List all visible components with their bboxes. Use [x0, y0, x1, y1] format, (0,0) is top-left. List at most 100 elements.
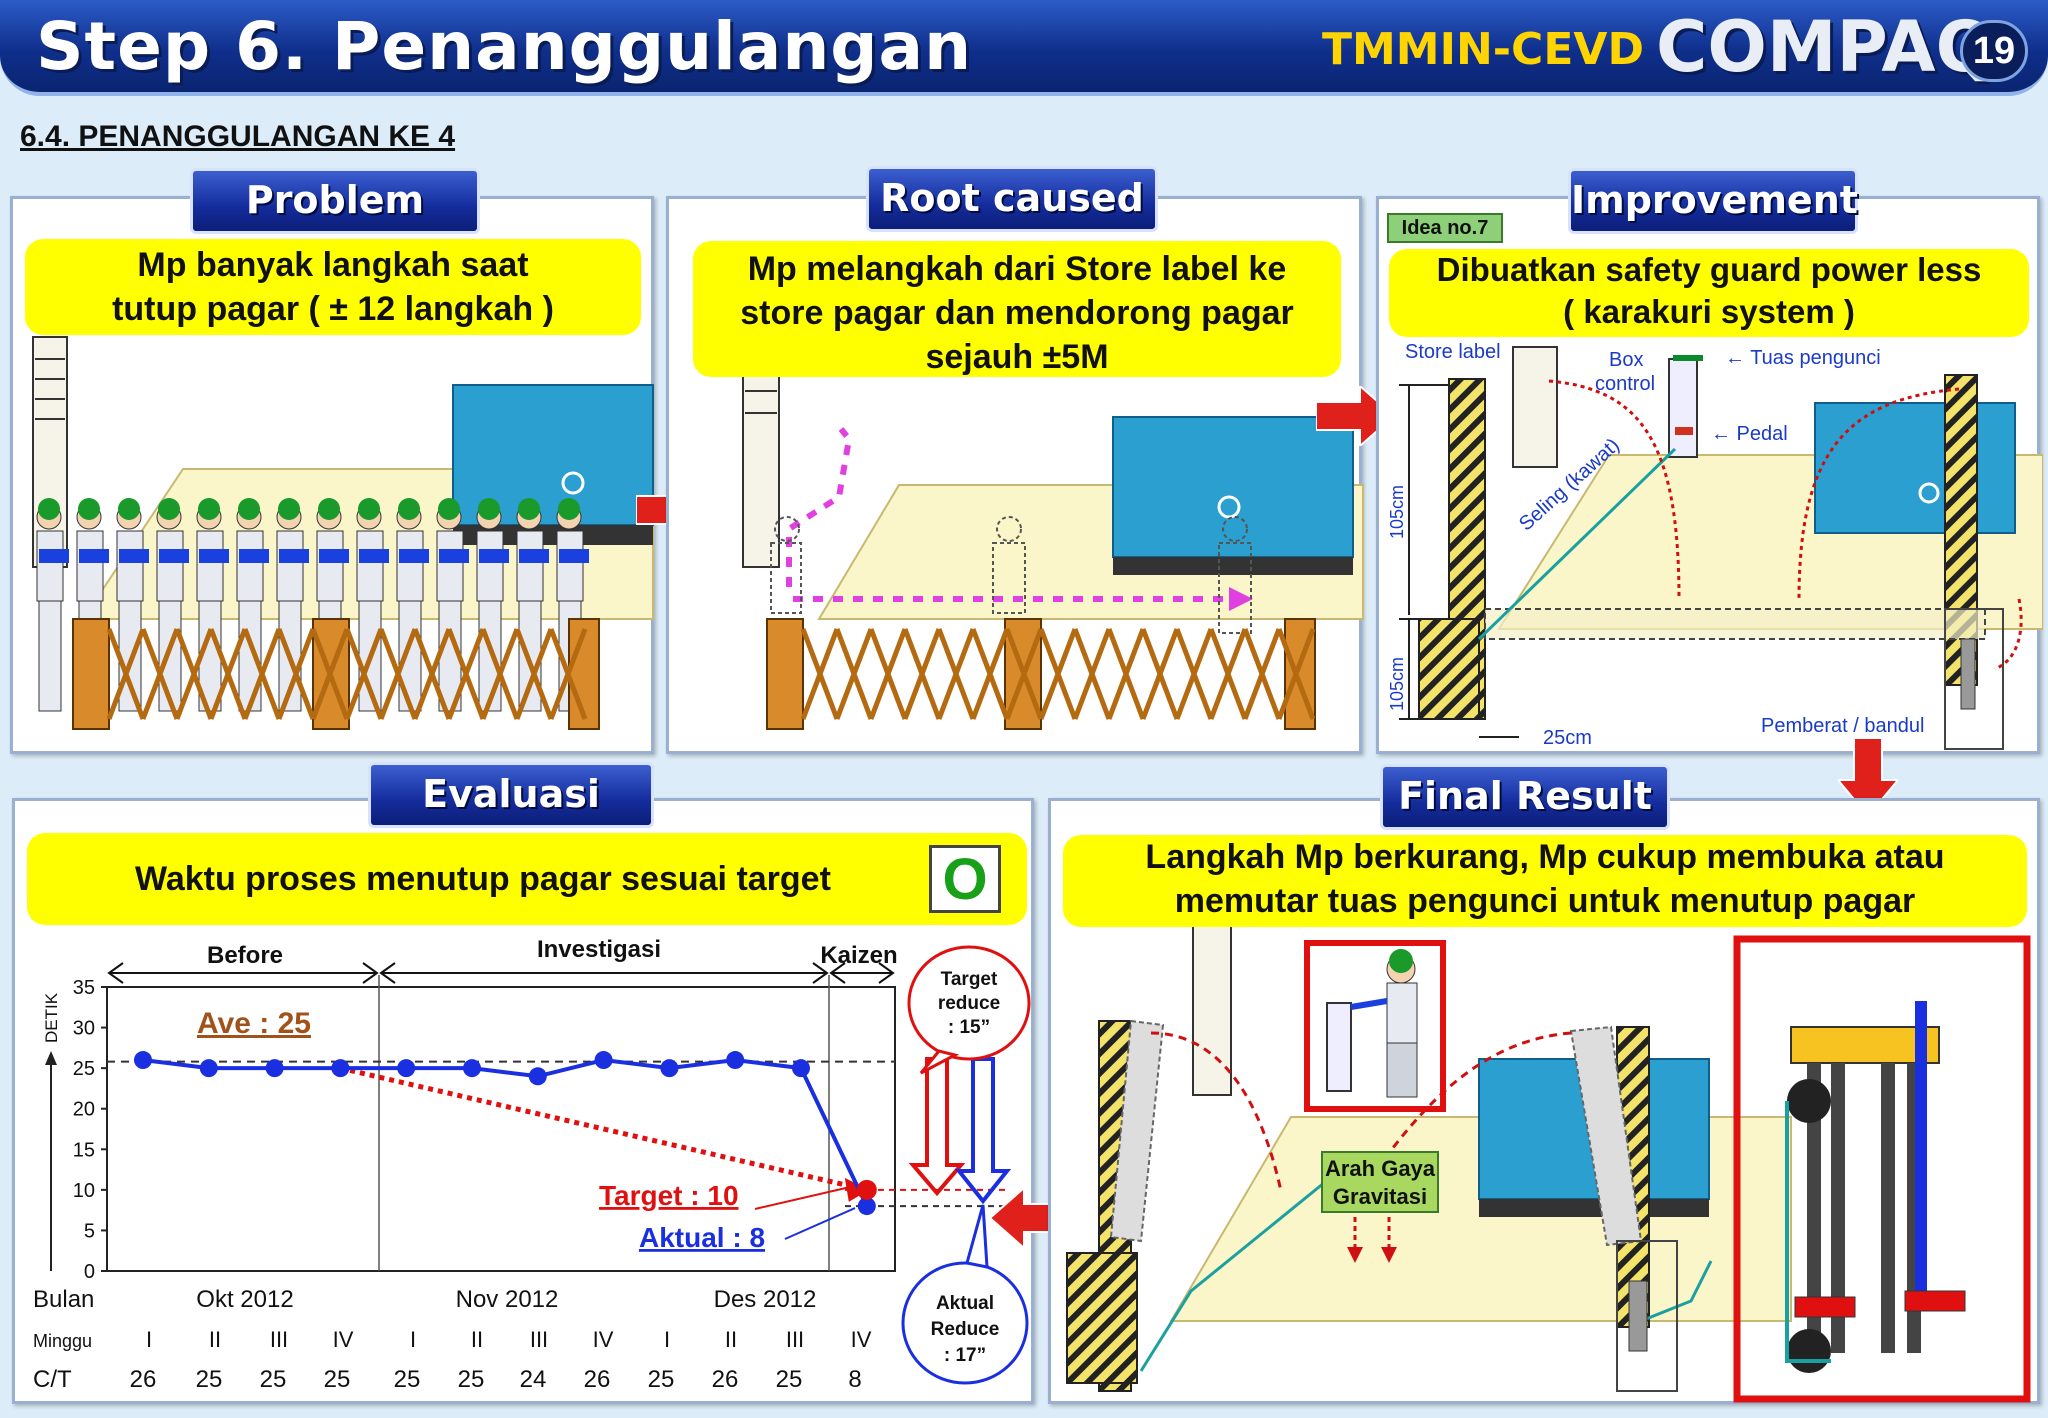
dim-width-text: 25cm	[1543, 727, 1592, 749]
tab-root-caused[interactable]: Root caused	[866, 166, 1158, 232]
aktual-leader-line	[784, 1207, 856, 1240]
aktual-bubble-line1: Aktual	[936, 1293, 994, 1314]
worker-helmet	[358, 498, 380, 520]
phase-arrow-right	[878, 962, 895, 984]
series-point	[726, 1051, 745, 1070]
phase-arrow-right	[362, 962, 379, 984]
series-point	[792, 1059, 810, 1078]
worker-arm	[79, 549, 109, 563]
week-label: II	[725, 1327, 737, 1352]
week-label: II	[471, 1327, 483, 1352]
gate-strut	[106, 628, 146, 720]
ct-value: 25	[648, 1366, 675, 1393]
problem-illustration	[32, 336, 654, 730]
target-bubble-tail	[919, 1049, 960, 1075]
evaluasi-headline: Waktu proses menutup pagar sesuai target	[135, 860, 831, 898]
slide-title: Step 6. Penanggulangan	[36, 8, 973, 85]
root-cause-illustration	[742, 346, 1364, 730]
gate-strut	[276, 628, 316, 720]
worker-helmet	[558, 498, 580, 520]
gate-strut	[242, 628, 282, 720]
worker-arm	[199, 549, 229, 563]
gate-strut	[310, 628, 350, 720]
final-result-illustration	[1066, 924, 2031, 1403]
org-label: TMMIN-CEVD	[1322, 24, 1644, 75]
y-tick-label: 10	[73, 1180, 95, 1202]
series-point	[528, 1067, 547, 1086]
ct-value: 25	[776, 1366, 803, 1393]
week-label: III	[530, 1327, 548, 1352]
phase-label-kaizen: Kaizen	[820, 942, 897, 969]
ct-value: 25	[394, 1366, 421, 1393]
worker-arm	[39, 549, 69, 563]
series-point	[134, 1051, 152, 1070]
ct-value: 24	[520, 1366, 547, 1393]
tab-improvement[interactable]: Improvement	[1568, 168, 1858, 234]
target-bubble-line2: reduce	[938, 993, 1000, 1014]
gate-strut	[1276, 628, 1316, 720]
worker-arm	[159, 549, 189, 563]
y-tick-label: 30	[73, 1018, 95, 1040]
dim-lower-text: 105cm	[1387, 656, 1407, 711]
target-label: Target : 10	[599, 1180, 739, 1211]
worker-legs	[118, 600, 142, 712]
worker-legs	[38, 600, 62, 712]
worker-helmet	[278, 498, 300, 520]
worker-helmet	[158, 498, 180, 520]
dim-upper-text: 105cm	[1387, 484, 1407, 539]
worker-body	[76, 530, 104, 602]
gate-strut	[1140, 628, 1180, 720]
week-label: II	[209, 1327, 221, 1352]
worker-helmet	[518, 498, 540, 520]
month-label: Nov 2012	[456, 1286, 559, 1313]
worker-arm	[439, 549, 469, 563]
root-cause-text-line2: store pagar dan mendorong pagar	[740, 294, 1294, 332]
series-point	[660, 1059, 679, 1078]
worker-body	[276, 530, 304, 602]
worker-helmet	[318, 498, 340, 520]
gate-strut	[834, 628, 874, 720]
root-cause-callout: Mp melangkah dari Store label ke store p…	[693, 241, 1341, 377]
week-label: IV	[593, 1327, 614, 1352]
ct-value: 26	[712, 1366, 739, 1393]
target-reduce-arrow-icon	[908, 1057, 966, 1197]
gravity-label: Arah Gaya Gravitasi	[1321, 1151, 1439, 1213]
aktual-reduce-arrow-icon	[954, 1057, 1012, 1205]
tab-final-result[interactable]: Final Result	[1380, 764, 1670, 830]
week-label: III	[786, 1327, 804, 1352]
gravity-line2: Gravitasi	[1332, 1184, 1428, 1209]
target-point	[856, 1179, 877, 1200]
improvement-panel: Idea no.7 Dibuatkan safety guard power l…	[1376, 196, 2043, 754]
gate-strut	[1174, 628, 1214, 720]
gate-strut	[1106, 628, 1146, 720]
ct-value: 25	[260, 1366, 287, 1393]
tab-problem[interactable]: Problem	[190, 168, 480, 234]
worker-body	[356, 530, 384, 602]
worker-helmet	[38, 498, 60, 520]
ave-label: Ave : 25	[197, 1007, 311, 1040]
plot-frame	[106, 986, 896, 1272]
y-tick-label: 35	[73, 977, 95, 999]
gate-strut	[412, 628, 452, 720]
gate-strut	[1038, 628, 1078, 720]
tab-evaluasi[interactable]: Evaluasi	[368, 762, 654, 828]
final-result-callout: Langkah Mp berkurang, Mp cukup membuka a…	[1063, 835, 2027, 927]
gate-strut	[1004, 628, 1044, 720]
phase-arrow-left	[379, 962, 396, 984]
phase-label-before: Before	[207, 942, 283, 969]
series-point	[463, 1059, 481, 1078]
series-point	[397, 1059, 416, 1078]
worker-arm	[239, 549, 269, 563]
phase-arrow-left	[829, 962, 846, 984]
worker-arm	[119, 549, 149, 563]
target-bubble-line3: : 15”	[948, 1017, 990, 1038]
worker-body	[196, 530, 224, 602]
gate-strut	[344, 628, 384, 720]
series-line	[142, 1057, 869, 1207]
worker-arm	[319, 549, 349, 563]
status-mark-box: O	[929, 845, 1001, 913]
row-label-ct: C/T	[33, 1366, 72, 1393]
gate-strut	[514, 628, 554, 720]
box-control-text-1: Box	[1609, 349, 1644, 371]
problem-text-line1: Mp banyak langkah saat	[137, 246, 529, 284]
